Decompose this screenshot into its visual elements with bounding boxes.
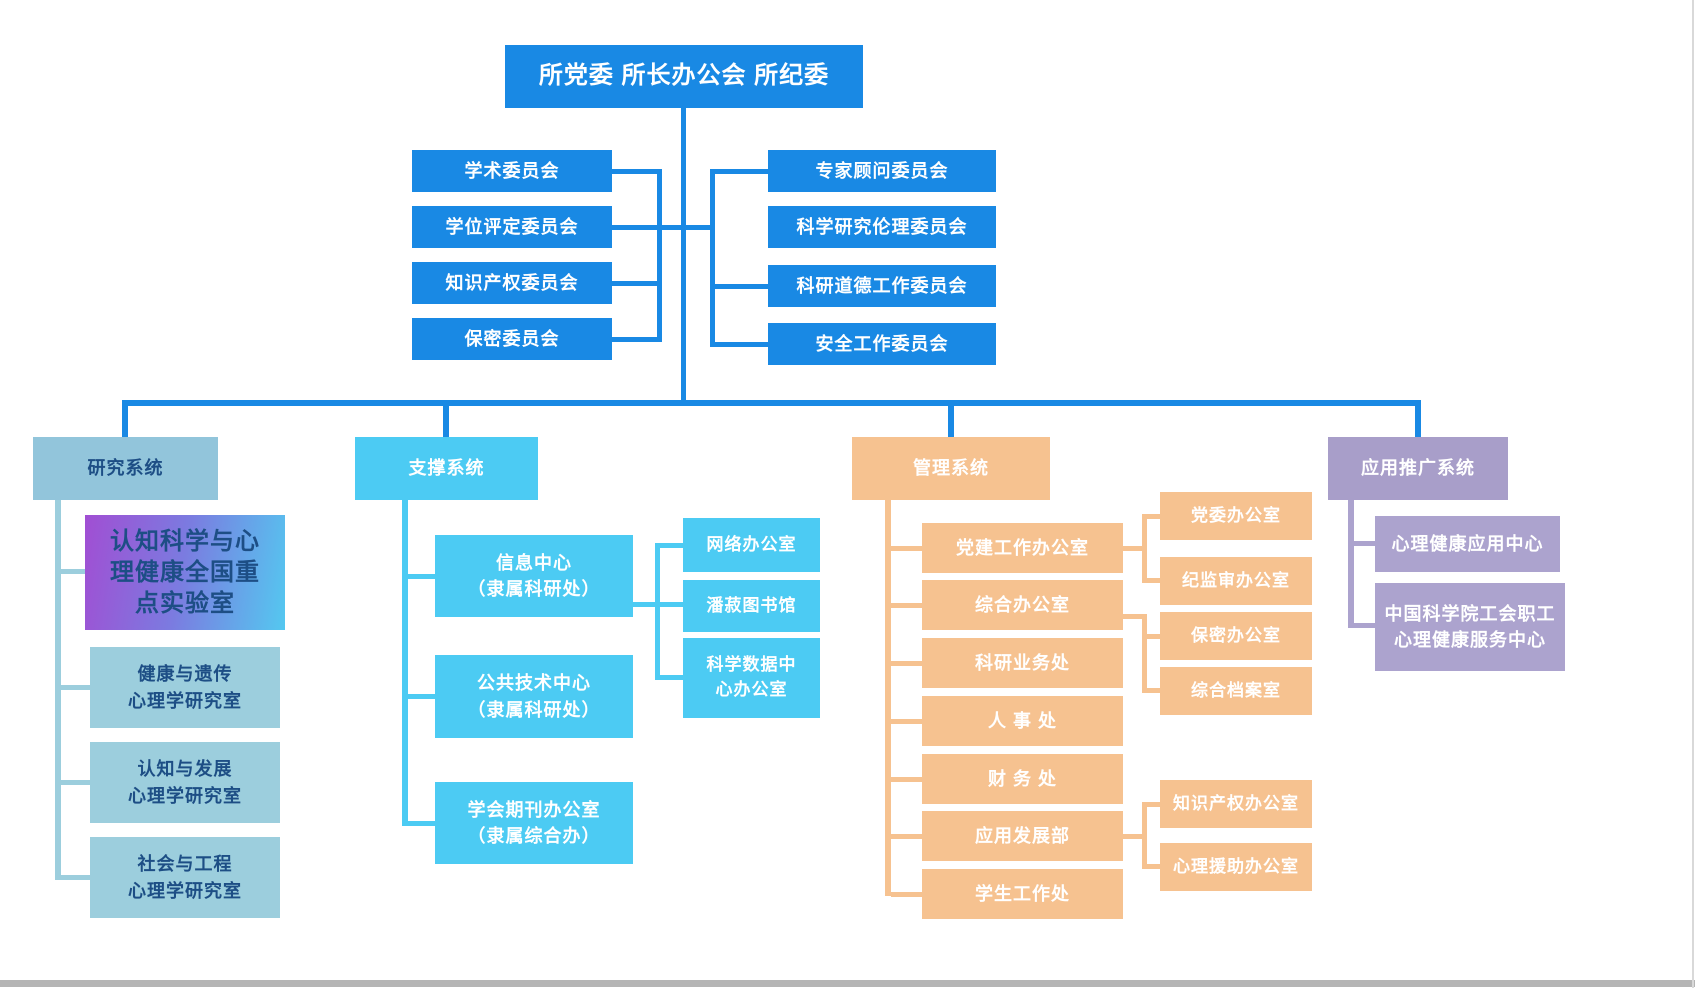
connector [1142, 634, 1160, 639]
connector [715, 342, 768, 347]
connector [655, 675, 683, 680]
main-branch-connector [122, 400, 1421, 406]
connector [891, 661, 922, 666]
key-laboratory-node: 认知科学与心 理健康全国重 点实验室 [85, 515, 285, 630]
connector [612, 169, 660, 174]
app-mental-health-application-center: 心理健康应用中心 [1375, 516, 1560, 572]
connector [61, 875, 90, 880]
mgmt-party-committee-office: 党委办公室 [1160, 492, 1312, 540]
connector [891, 834, 922, 839]
mgmt-research-affairs-division: 科研业务处 [922, 638, 1123, 688]
mgmt-application-development-dept: 应用发展部 [922, 811, 1123, 861]
committee-expert-advisory: 专家顾问委员会 [768, 150, 996, 192]
connector [122, 406, 128, 437]
connector [402, 500, 408, 826]
application-system-header: 应用推广系统 [1328, 437, 1508, 500]
support-journal-office: 学会期刊办公室 （隶属综合办） [435, 782, 633, 864]
connector [1354, 541, 1375, 546]
connector [1142, 514, 1160, 519]
connector [948, 406, 954, 437]
committee-safety: 安全工作委员会 [768, 323, 996, 365]
connector [61, 569, 85, 574]
connector [657, 225, 715, 230]
connector [1142, 802, 1160, 807]
connector [1415, 406, 1421, 437]
committee-research-ethics: 科学研究伦理委员会 [768, 206, 996, 248]
committee-degree: 学位评定委员会 [412, 206, 612, 248]
connector [885, 500, 891, 896]
connector [612, 281, 660, 286]
research-system-header: 研究系统 [33, 437, 218, 500]
support-public-tech-center: 公共技术中心 （隶属科研处） [435, 655, 633, 738]
connector [655, 543, 660, 680]
mgmt-party-building-office: 党建工作办公室 [922, 523, 1123, 573]
connector [891, 892, 922, 897]
root-node: 所党委 所长办公会 所纪委 [505, 45, 863, 108]
research-lab-health-genetics: 健康与遗传 心理学研究室 [90, 647, 280, 728]
mgmt-confidentiality-office: 保密办公室 [1160, 612, 1312, 660]
research-lab-cognition-development: 认知与发展 心理学研究室 [90, 742, 280, 823]
connector [1142, 578, 1160, 583]
connector [1123, 834, 1147, 839]
connector [1123, 546, 1145, 551]
support-system-header: 支撑系统 [355, 437, 538, 500]
connector [1142, 514, 1147, 583]
committee-ip: 知识产权委员会 [412, 262, 612, 304]
mgmt-finance-division: 财 务 处 [922, 754, 1123, 804]
connector [408, 821, 435, 826]
connector [1142, 688, 1160, 693]
connector [55, 500, 61, 880]
window-right-border [1692, 0, 1694, 988]
connector [61, 685, 90, 690]
mgmt-psychological-aid-office: 心理援助办公室 [1160, 843, 1312, 891]
connector [1354, 623, 1375, 628]
support-info-center: 信息中心 （隶属科研处） [435, 535, 633, 617]
support-panshu-library: 潘菽图书馆 [683, 580, 820, 632]
committee-confidentiality: 保密委员会 [412, 318, 612, 360]
connector [408, 694, 435, 699]
connector [61, 780, 90, 785]
committee-research-morality: 科研道德工作委员会 [768, 265, 996, 307]
trunk-connector [681, 108, 686, 400]
connector [891, 603, 922, 608]
mgmt-ip-office: 知识产权办公室 [1160, 780, 1312, 828]
connector [715, 284, 768, 289]
support-science-data-center-office: 科学数据中 心办公室 [683, 638, 820, 718]
connector [612, 337, 660, 342]
connector [715, 169, 768, 174]
committee-academic: 学术委员会 [412, 150, 612, 192]
mgmt-discipline-supervision-audit-office: 纪监审办公室 [1160, 557, 1312, 605]
connector [710, 169, 715, 347]
app-cas-union-staff-mental-health-service-center: 中国科学院工会职工 心理健康服务中心 [1375, 583, 1565, 671]
connector [657, 169, 662, 342]
mgmt-general-archives-room: 综合档案室 [1160, 667, 1312, 715]
mgmt-general-office: 综合办公室 [922, 580, 1123, 630]
connector [891, 546, 922, 551]
research-lab-social-engineering: 社会与工程 心理学研究室 [90, 837, 280, 918]
connector [1348, 500, 1354, 628]
connector [655, 543, 683, 548]
connector [1142, 802, 1147, 869]
connector [1123, 614, 1147, 619]
horizontal-scrollbar[interactable] [0, 980, 1695, 987]
connector [1142, 614, 1147, 693]
connector [612, 225, 660, 230]
management-system-header: 管理系统 [852, 437, 1050, 500]
mgmt-student-affairs-division: 学生工作处 [922, 869, 1123, 919]
connector [891, 719, 922, 724]
mgmt-hr-division: 人 事 处 [922, 696, 1123, 746]
connector [891, 777, 922, 782]
connector [443, 406, 449, 437]
connector [1142, 864, 1160, 869]
support-network-office: 网络办公室 [683, 518, 820, 572]
connector [408, 574, 435, 579]
